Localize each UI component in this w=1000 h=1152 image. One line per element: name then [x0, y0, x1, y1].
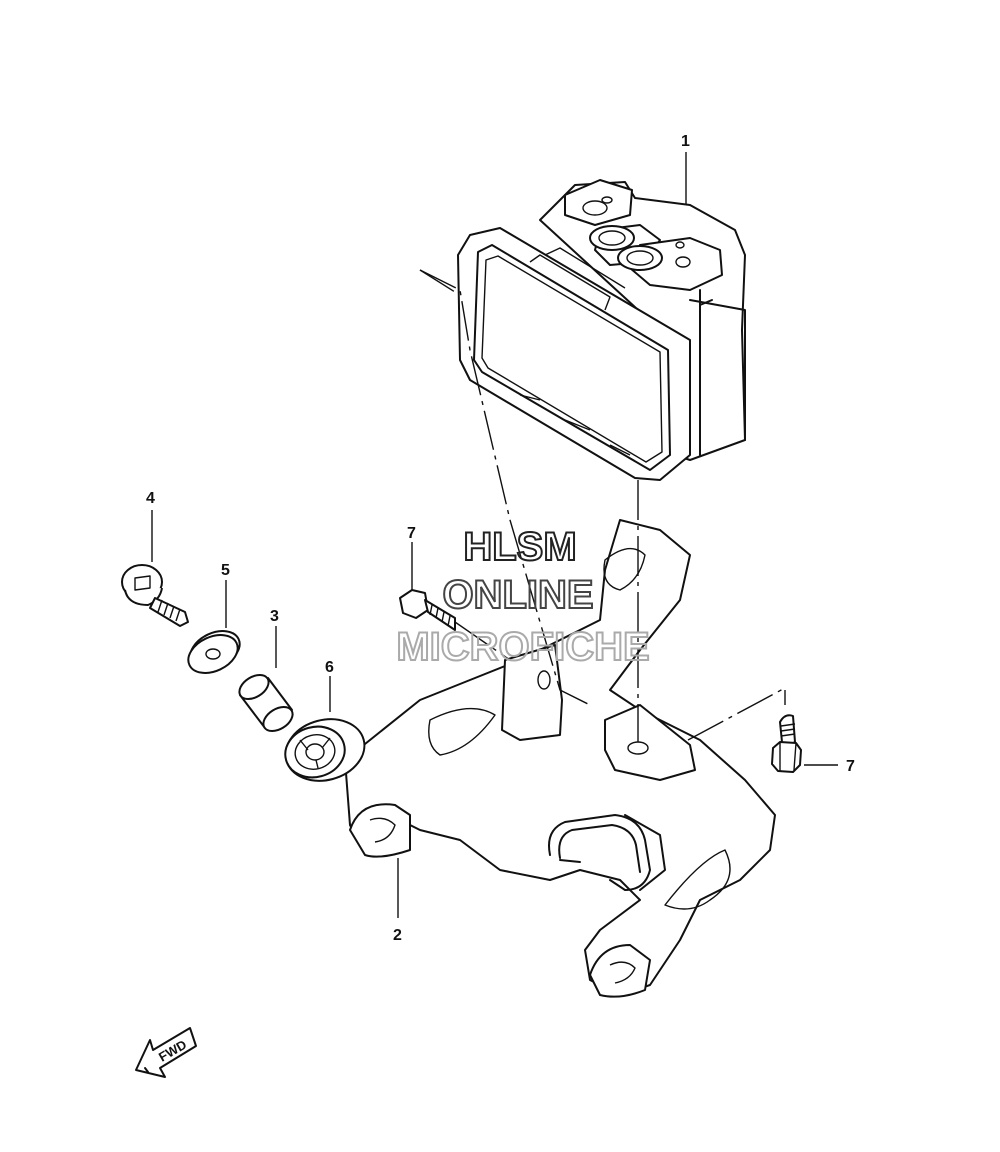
callout-3[interactable]: 3	[270, 608, 279, 625]
callout-5[interactable]: 5	[221, 562, 230, 579]
part-5-washer[interactable]	[182, 624, 245, 681]
watermark: HLSM ONLINE MICROFICHE	[395, 524, 650, 670]
callout-6[interactable]: 6	[325, 659, 334, 676]
callout-2[interactable]: 2	[393, 927, 402, 944]
watermark-line-2: ONLINE	[442, 573, 593, 617]
callout-4[interactable]: 4	[146, 490, 155, 507]
leader-lines	[151, 152, 838, 918]
part-2-bracket[interactable]	[344, 519, 776, 998]
part-4-screw[interactable]	[121, 564, 189, 627]
part-6-grommet[interactable]	[279, 711, 372, 790]
part-3-collar[interactable]	[235, 670, 297, 736]
part-7-bolt-right[interactable]	[771, 714, 802, 773]
fwd-arrow-icon: FWD	[135, 1027, 197, 1078]
part-1-abs-unit[interactable]	[457, 179, 746, 481]
watermark-line-1: HLSM	[463, 525, 576, 569]
callout-7-upper[interactable]: 7	[407, 525, 416, 542]
callout-7-right[interactable]: 7	[846, 758, 855, 775]
callout-1[interactable]: 1	[681, 133, 690, 150]
watermark-line-3: MICROFICHE	[396, 625, 649, 669]
